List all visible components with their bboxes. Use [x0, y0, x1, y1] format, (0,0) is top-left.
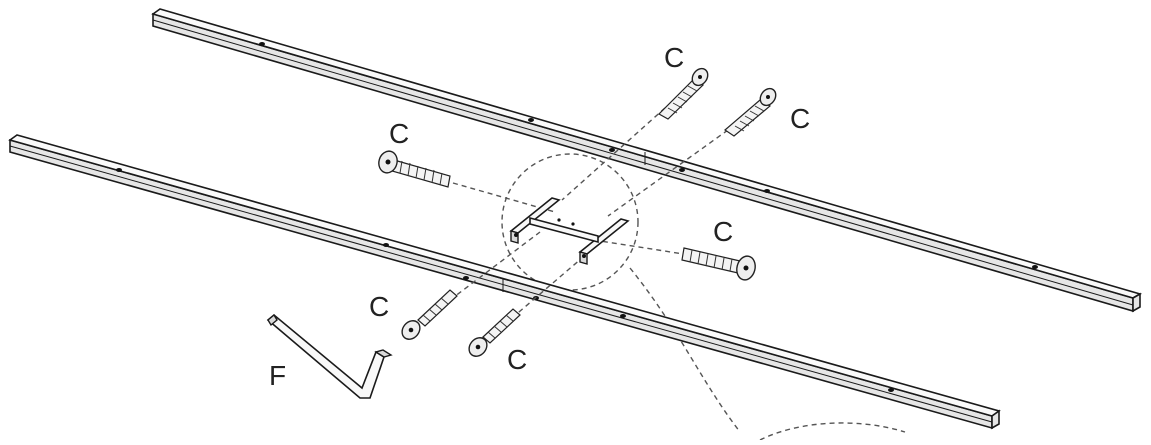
- bolt-left: [378, 150, 451, 188]
- bolt-top-right: [724, 87, 777, 137]
- label-c-top-right: C: [790, 103, 811, 134]
- label-c-top-center: C: [664, 42, 685, 73]
- label-c-left: C: [389, 118, 410, 149]
- label-c-bottom-left: C: [369, 291, 390, 322]
- alignment-lines: [449, 107, 729, 319]
- bolt-right: [681, 247, 756, 281]
- h-connector-bracket: [509, 197, 630, 265]
- bolt-bottom-left: [401, 289, 458, 340]
- detail-callout: [501, 153, 906, 441]
- bolt-top-left: [658, 67, 709, 120]
- label-c-right: C: [713, 216, 734, 247]
- bottom-rail: [8, 134, 1001, 430]
- label-f-allen-key: F: [269, 360, 287, 391]
- allen-key: [266, 313, 393, 399]
- top-rail: [151, 8, 1143, 313]
- label-c-bottom-center: C: [507, 344, 528, 375]
- bolt-bottom-right: [468, 308, 521, 357]
